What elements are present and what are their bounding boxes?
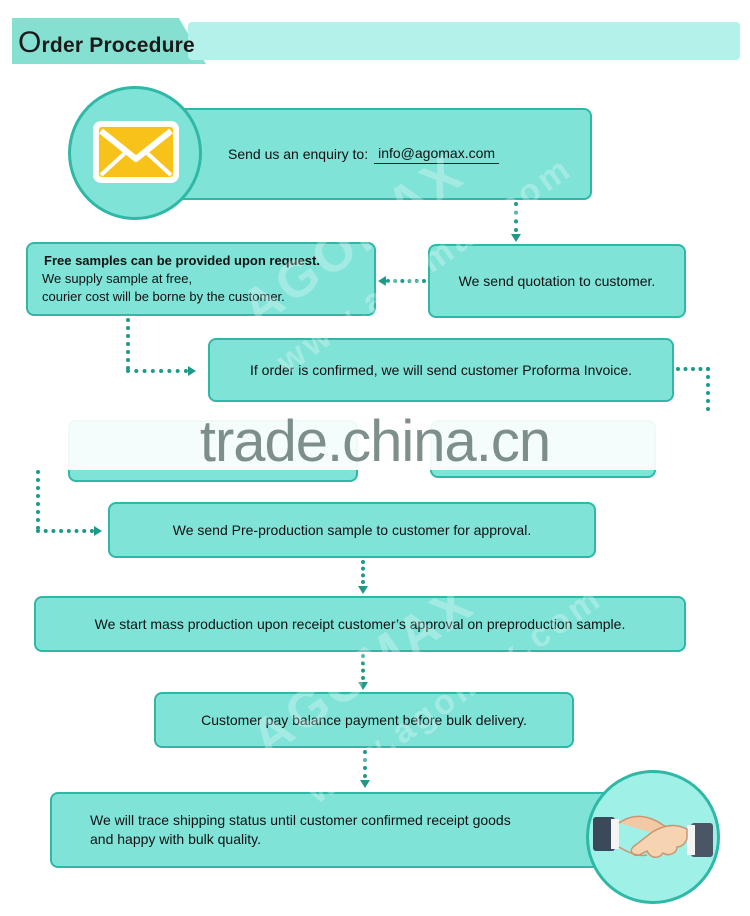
arrow-down-icon [358, 586, 368, 594]
page-title: Order Procedure [18, 26, 195, 59]
connector-proforma-right-h [676, 367, 710, 371]
connector-preproduction-mass [361, 560, 365, 584]
trace-box: We will trace shipping status until cust… [50, 792, 640, 868]
arrow-down-icon [360, 780, 370, 788]
connector-balance-trace [363, 750, 367, 778]
preproduction-box: We send Pre-production sample to custome… [108, 502, 596, 558]
balance-box: Customer pay balance payment before bulk… [154, 692, 574, 748]
preproduction-text: We send Pre-production sample to custome… [172, 522, 532, 538]
balance-text: Customer pay balance payment before bulk… [201, 712, 527, 728]
samples-line1: We supply sample at free, [42, 271, 193, 286]
mass-production-text: We start mass production upon receipt cu… [94, 616, 626, 632]
enquiry-box: Send us an enquiry to: info@agomax.com [150, 108, 592, 200]
watermark-text: trade.china.cn [199, 409, 551, 474]
mass-production-box: We start mass production upon receipt cu… [34, 596, 686, 652]
arrow-left-icon [378, 276, 386, 286]
quotation-text: We send quotation to customer. [458, 273, 656, 289]
connector-mass-balance [361, 654, 365, 680]
arrow-right-icon [188, 366, 196, 376]
proforma-box: If order is confirmed, we will send cust… [208, 338, 674, 402]
samples-line2: courier cost will be borne by the custom… [42, 289, 285, 304]
samples-box: Free samples can be provided upon reques… [26, 242, 376, 316]
arrow-right-icon [94, 526, 102, 536]
handshake-icon [593, 815, 713, 858]
enquiry-text: Send us an enquiry to: [228, 146, 369, 162]
trace-line2: and happy with bulk quality. [90, 831, 261, 847]
connector-preproduction-h [36, 529, 94, 533]
connector-preproduction-v [36, 470, 40, 530]
samples-title: Free samples can be provided upon reques… [44, 253, 320, 268]
header-bar [188, 22, 740, 60]
connector-quotation-samples [386, 279, 426, 283]
arrow-down-icon [358, 682, 368, 690]
connector-samples-proforma-h [126, 369, 188, 373]
connector-enquiry-quotation [514, 202, 518, 232]
handshake-circle [586, 770, 720, 904]
header-tab [12, 18, 206, 64]
trace-line1: We will trace shipping status until cust… [90, 812, 511, 828]
arrow-down-icon [511, 234, 521, 242]
quotation-box: We send quotation to customer. [428, 244, 686, 318]
envelope-icon [93, 121, 179, 183]
connector-proforma-right-v [706, 367, 710, 411]
email-circle [68, 86, 202, 220]
watermark-band [30, 412, 720, 470]
proforma-text: If order is confirmed, we will send cust… [249, 362, 633, 378]
connector-samples-proforma-v [126, 318, 130, 370]
enquiry-email-link[interactable]: info@agomax.com [374, 145, 500, 164]
